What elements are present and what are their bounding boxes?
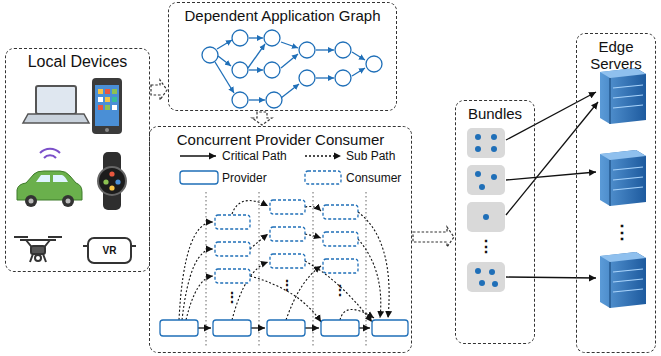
graph-panel: Dependent Application Graph — [168, 2, 397, 111]
panel-title: Edge Servers — [577, 34, 655, 72]
flow-arrow — [151, 80, 167, 100]
laptop-icon — [23, 86, 89, 123]
flow-arrow — [413, 227, 454, 247]
drone-icon — [14, 237, 62, 262]
legend-text: Sub Path — [346, 149, 395, 163]
provider-boxes — [160, 320, 408, 336]
consumer-boxes — [215, 200, 358, 283]
ellipsis-mark: ⋮ — [280, 278, 294, 292]
watch-icon — [98, 152, 126, 210]
vr-headset-icon — [83, 238, 136, 263]
server-panel: Edge Servers — [576, 33, 656, 353]
bundle-panel: Bundles — [455, 100, 535, 344]
ellipsis-mark: ⋮ — [225, 290, 239, 304]
device-label: VR — [103, 246, 117, 256]
ellipsis-mark: ⋮ — [333, 283, 347, 297]
server-icons — [600, 68, 646, 308]
device-panel: Local Devices — [5, 48, 150, 272]
legend-text: Provider — [222, 171, 267, 185]
panel-title: Dependent Application Graph — [169, 3, 396, 24]
stage-separators — [206, 192, 366, 346]
sub-paths — [179, 201, 389, 322]
legend-text: Critical Path — [222, 149, 287, 163]
bundle-items — [467, 128, 505, 292]
dag-graph — [202, 30, 382, 108]
flow-arrow — [252, 112, 272, 125]
legend-text: Consumer — [346, 171, 401, 185]
panel-title: Bundles — [456, 101, 534, 122]
ellipsis-mark: ⋮ — [613, 223, 631, 241]
panel-title: Concurrent Provider Consumer — [150, 127, 411, 148]
phone-icon — [92, 78, 122, 134]
panel-title: Local Devices — [6, 49, 149, 70]
car-icon — [17, 149, 82, 207]
ellipsis-mark: ⋮ — [478, 239, 494, 255]
